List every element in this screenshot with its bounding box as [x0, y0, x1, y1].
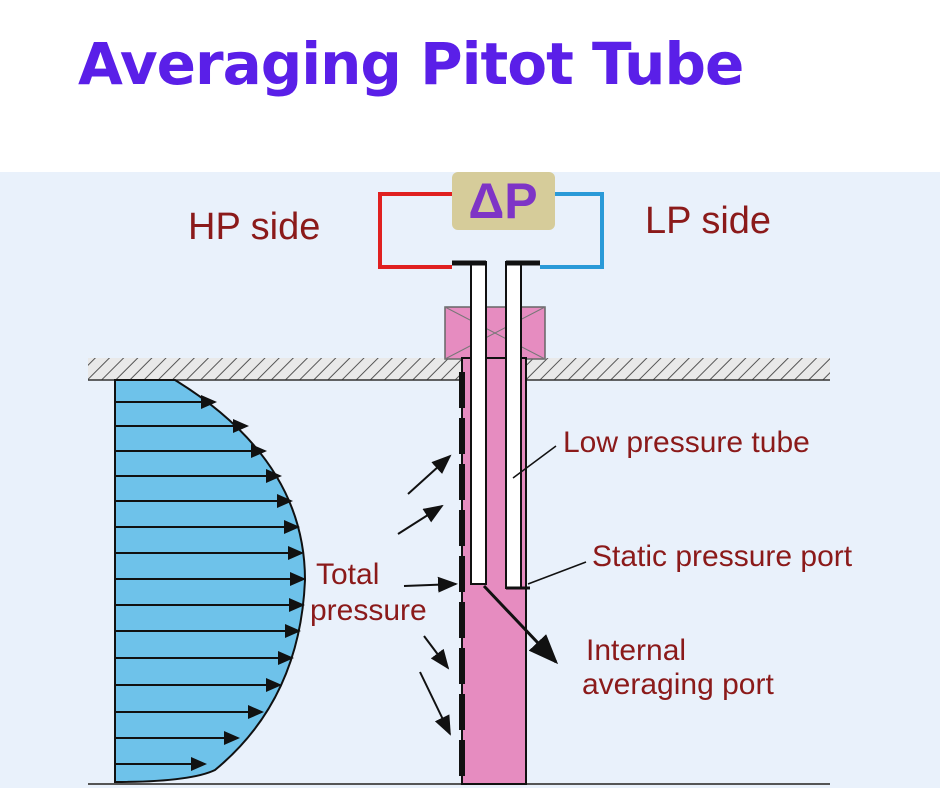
total-pressure-label-1: Total	[316, 558, 379, 591]
low-pressure-tube	[505, 261, 522, 589]
internal-averaging-port-label-2: averaging port	[582, 668, 774, 701]
low-pressure-tube-leader	[512, 445, 557, 479]
static-pressure-port-label: Static pressure port	[592, 540, 853, 573]
dp-symbol: ΔP	[468, 173, 537, 229]
lp-side-label: LP side	[645, 200, 771, 242]
static-port-leader	[527, 561, 587, 585]
low-pressure-tube-label: Low pressure tube	[563, 426, 810, 459]
internal-averaging-port-label-1: Internal	[586, 634, 686, 667]
total-pressure-label-2: pressure	[310, 594, 427, 627]
hp-impulse-line	[378, 192, 452, 269]
pipe-wall	[88, 358, 830, 380]
page-title: Averaging Pitot Tube	[78, 30, 744, 98]
velocity-arrows	[115, 395, 306, 771]
lp-impulse-line	[540, 192, 604, 269]
velocity-profile	[114, 379, 307, 784]
total-pressure-arrows	[397, 454, 458, 736]
dp-box	[452, 172, 555, 230]
hp-side-label: HP side	[188, 206, 320, 248]
internal-averaging-port-arrow	[482, 584, 559, 665]
high-pressure-tube	[470, 261, 487, 585]
